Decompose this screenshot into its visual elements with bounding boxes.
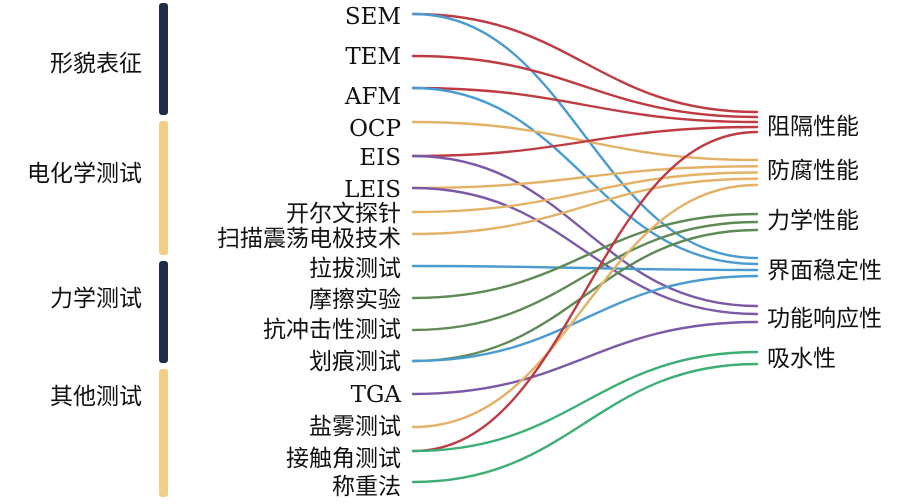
group-bar-morph [159,3,168,115]
method-label-tga: TGA [351,382,402,408]
method-label-friction: 摩擦实验 [309,287,401,313]
link-pulloff-interface [411,264,759,272]
method-label-kelvin: 开尔文探针 [286,201,401,227]
link-secm-anticorr [411,177,759,236]
method-label-impact: 抗冲击性测试 [263,317,401,343]
link-contact-absorption [411,350,759,453]
property-label-responsive: 功能响应性 [767,306,882,332]
link-sem-barrier [411,12,759,114]
link-contact-barrier [411,130,759,453]
method-label-tem: TEM [345,44,401,70]
property-label-mechanical: 力学性能 [767,208,859,234]
link-eis-responsive [411,154,759,308]
link-friction-mechanical [411,212,759,300]
group-bar-echem [159,121,168,255]
method-label-eis: EIS [359,145,401,171]
link-scratch-mechanical [411,228,759,363]
link-leis-responsive [411,186,759,316]
link-gravimetric-absorption [411,362,759,484]
method-label-pulloff: 拉拔测试 [309,256,401,282]
property-label-absorption: 吸水性 [767,346,836,372]
link-tem-barrier [411,54,759,119]
group-label-other: 其他测试 [50,384,142,410]
property-label-anticorr: 防腐性能 [767,158,859,184]
method-label-scratch: 划痕测试 [309,349,401,375]
method-label-leis: LEIS [344,177,401,203]
link-scratch-interface [411,274,759,363]
link-afm-barrier [411,86,759,124]
method-label-secm: 扫描震荡电极技术 [217,226,401,252]
method-label-saltspray: 盐雾测试 [309,414,401,440]
property-label-barrier: 阻隔性能 [767,114,859,140]
method-label-sem: SEM [345,4,401,30]
method-label-afm: AFM [344,84,401,110]
link-impact-mechanical [411,220,759,332]
group-bar-mech [159,261,168,363]
link-sem-interface [411,12,759,260]
group-label-morph: 形貌表征 [50,51,142,77]
group-label-echem: 电化学测试 [27,161,142,187]
link-kelvin-anticorr [411,171,759,214]
link-saltspray-anticorr [411,183,759,429]
property-label-interface: 界面稳定性 [767,258,882,284]
links-layer [411,12,759,484]
link-eis-barrier [411,125,759,158]
link-tga-responsive [411,320,759,396]
method-label-contact: 接触角测试 [286,446,401,472]
group-label-mech: 力学测试 [50,286,142,312]
link-leis-anticorr [411,165,759,190]
method-label-ocp: OCP [349,116,401,142]
method-label-gravimetric: 称重法 [332,474,401,500]
group-bar-other [159,369,168,497]
